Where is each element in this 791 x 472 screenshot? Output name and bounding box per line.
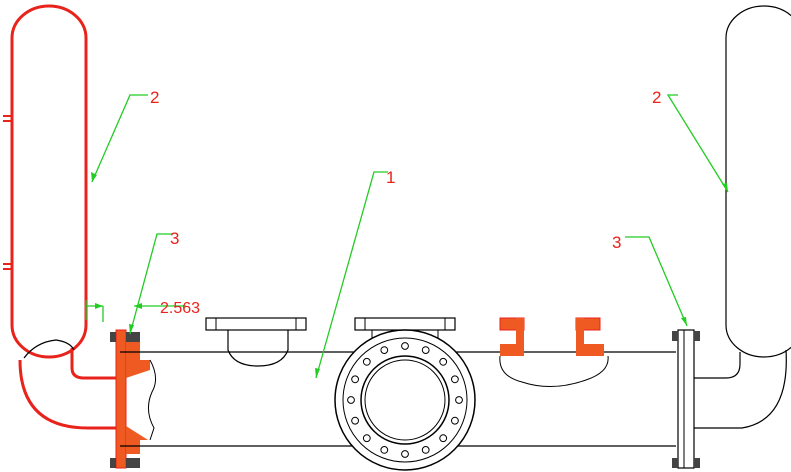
bolt-hole — [439, 434, 448, 443]
bolt-hole — [351, 375, 360, 384]
bolt-hole — [362, 357, 371, 366]
bolt-hole — [362, 434, 371, 443]
large-circular-flange — [334, 329, 476, 471]
bolt-hole — [451, 416, 459, 425]
left-vessel — [3, 4, 88, 359]
bolt-hole — [401, 342, 409, 350]
left-elbow-pipe — [18, 339, 120, 430]
sectioned-nozzle — [499, 317, 609, 388]
bolt-hole — [380, 346, 389, 355]
flange-bolt-holes — [347, 342, 463, 458]
callout-label-main-pipe: 1 — [386, 168, 395, 187]
nozzle-1 — [205, 317, 307, 367]
bolt-hole — [451, 375, 459, 384]
leader-lines — [85, 94, 729, 379]
bolt-hole — [401, 450, 409, 458]
callout-label-left-vessel: 2 — [150, 88, 159, 107]
bolt-hole — [421, 446, 430, 454]
callout-label-right-vessel: 2 — [652, 88, 661, 107]
bolt-hole — [347, 396, 355, 404]
callout-label-left-flange: 3 — [170, 229, 179, 248]
bolt-hole — [351, 416, 360, 425]
bolt-hole — [455, 396, 463, 404]
right-elbow-pipe — [694, 349, 787, 429]
left-flange — [110, 329, 150, 469]
bolt-hole — [421, 346, 430, 355]
right-vessel — [725, 5, 791, 358]
bolt-hole — [380, 446, 389, 454]
dimension-label: 2.563 — [160, 300, 200, 317]
right-flange — [672, 329, 700, 469]
leader-arrowheads — [91, 172, 728, 378]
callout-label-right-flange: 3 — [612, 233, 621, 252]
bolt-hole — [439, 357, 448, 366]
